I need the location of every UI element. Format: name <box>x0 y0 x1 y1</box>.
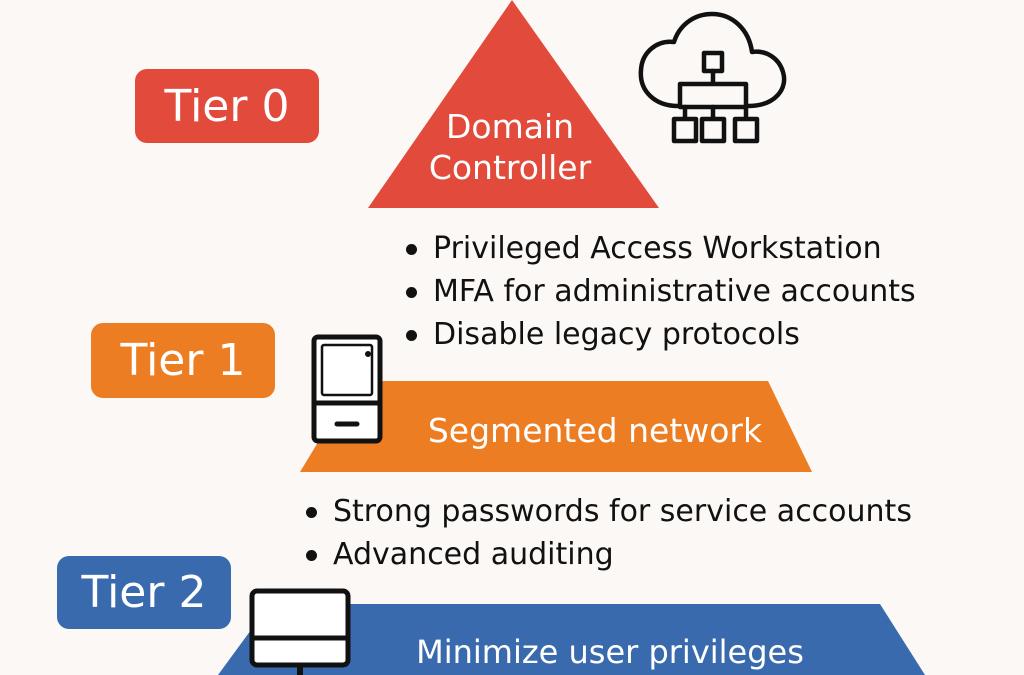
tier1-trapezoid <box>300 381 812 472</box>
tier0-bullet-list: Privileged Access Workstation MFA for ad… <box>406 227 916 356</box>
tier2-trapezoid <box>218 604 925 675</box>
tier2-shape-label: Minimize user privileges <box>416 633 804 671</box>
tier0-triangle <box>368 0 659 208</box>
tier0-bullet: MFA for administrative accounts <box>406 270 916 313</box>
tier1-bullet-list: Strong passwords for service accounts Ad… <box>306 490 912 576</box>
tier0-shape-label: Domain Controller <box>428 107 592 187</box>
tier0-bullet: Disable legacy protocols <box>406 313 916 356</box>
server-icon <box>311 334 383 444</box>
tier1-bullet: Advanced auditing <box>306 533 912 576</box>
tier0-bullet: Privileged Access Workstation <box>406 227 916 270</box>
tier1-badge: Tier 1 <box>91 323 275 398</box>
tier2-badge: Tier 2 <box>57 556 231 629</box>
tier1-bullet: Strong passwords for service accounts <box>306 490 912 533</box>
tier1-shape-label: Segmented network <box>427 411 763 450</box>
monitor-icon <box>249 588 351 675</box>
tier0-badge: Tier 0 <box>135 69 319 143</box>
cloud-network-icon <box>638 11 787 144</box>
